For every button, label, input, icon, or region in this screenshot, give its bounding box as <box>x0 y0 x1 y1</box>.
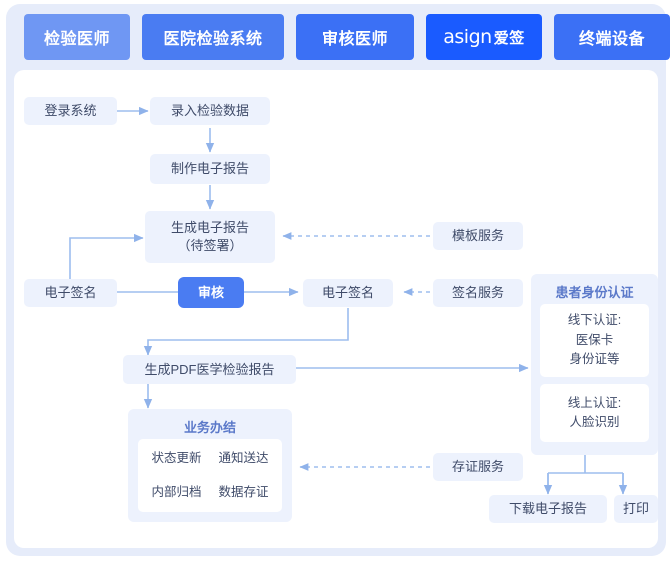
asign-chinese-name: 爱签 <box>493 30 525 47</box>
tab-hospital-lab-system[interactable]: 医院检验系统 <box>142 14 284 60</box>
tab-terminal-device[interactable]: 终端设备 <box>554 14 670 60</box>
identity-panel-title: 患者身份认证 <box>555 285 634 300</box>
asign-logo: asign 爱签 <box>443 26 524 48</box>
business-item-data-evidence: 数据存证 <box>218 484 269 499</box>
identity-offline-line3: 身份证等 <box>569 352 620 367</box>
node-input-data[interactable]: 录入检验数据 <box>150 97 270 125</box>
identity-offline-line1: 线下认证: <box>567 313 622 328</box>
business-item-notification: 通知送达 <box>218 451 269 466</box>
node-review[interactable]: 审核 <box>178 277 244 308</box>
identity-online-card: 线上认证: 人脸识别 <box>540 384 649 442</box>
tab-label: 终端设备 <box>578 31 645 48</box>
tab-asign-brand[interactable]: asign 爱签 <box>426 14 542 60</box>
node-generate-report-line1: 生成电子报告 <box>170 220 249 236</box>
node-evidence-service[interactable]: 存证服务 <box>433 453 523 481</box>
node-generate-report[interactable]: 生成电子报告 （待签署） <box>145 211 275 263</box>
node-esignature-right[interactable]: 电子签名 <box>303 279 393 307</box>
node-download-report[interactable]: 下载电子报告 <box>489 495 607 523</box>
business-completion-panel: 业务办结 状态更新 通知送达 内部归档 数据存证 <box>128 409 292 522</box>
node-make-report[interactable]: 制作电子报告 <box>150 154 270 184</box>
node-esignature-left[interactable]: 电子签名 <box>24 279 117 307</box>
identity-online-line2: 人脸识别 <box>569 415 620 429</box>
asign-wordmark: asign <box>443 26 492 48</box>
node-signature-service[interactable]: 签名服务 <box>433 279 523 307</box>
node-generate-report-line2: （待签署） <box>177 238 243 253</box>
node-template-service[interactable]: 模板服务 <box>433 222 523 250</box>
role-tabs: 检验医师 医院检验系统 审核医师 asign 爱签 终端设备 <box>18 14 670 60</box>
identity-offline-card: 线下认证: 医保卡 身份证等 <box>540 304 649 377</box>
business-items-grid: 状态更新 通知送达 内部归档 数据存证 <box>138 449 282 502</box>
node-generate-pdf-report[interactable]: 生成PDF医学检验报告 <box>123 355 296 384</box>
tab-label: 审核医师 <box>321 31 388 48</box>
node-print[interactable]: 打印 <box>614 495 658 523</box>
patient-identity-panel: 患者身份认证 线下认证: 医保卡 身份证等 线上认证: 人脸识别 <box>531 274 658 455</box>
business-item-internal-archive: 内部归档 <box>151 484 202 499</box>
node-login[interactable]: 登录系统 <box>24 97 117 125</box>
tab-inspection-doctor[interactable]: 检验医师 <box>24 14 130 60</box>
identity-offline-line2: 医保卡 <box>575 332 614 347</box>
tab-review-doctor[interactable]: 审核医师 <box>296 14 414 60</box>
business-item-status-update: 状态更新 <box>151 451 202 466</box>
business-panel-title: 业务办结 <box>183 420 236 435</box>
business-items-card: 状态更新 通知送达 内部归档 数据存证 <box>138 439 282 512</box>
tab-label: 医院检验系统 <box>163 31 263 48</box>
tab-label: 检验医师 <box>43 31 110 48</box>
identity-online-line1: 线上认证: <box>567 395 622 410</box>
